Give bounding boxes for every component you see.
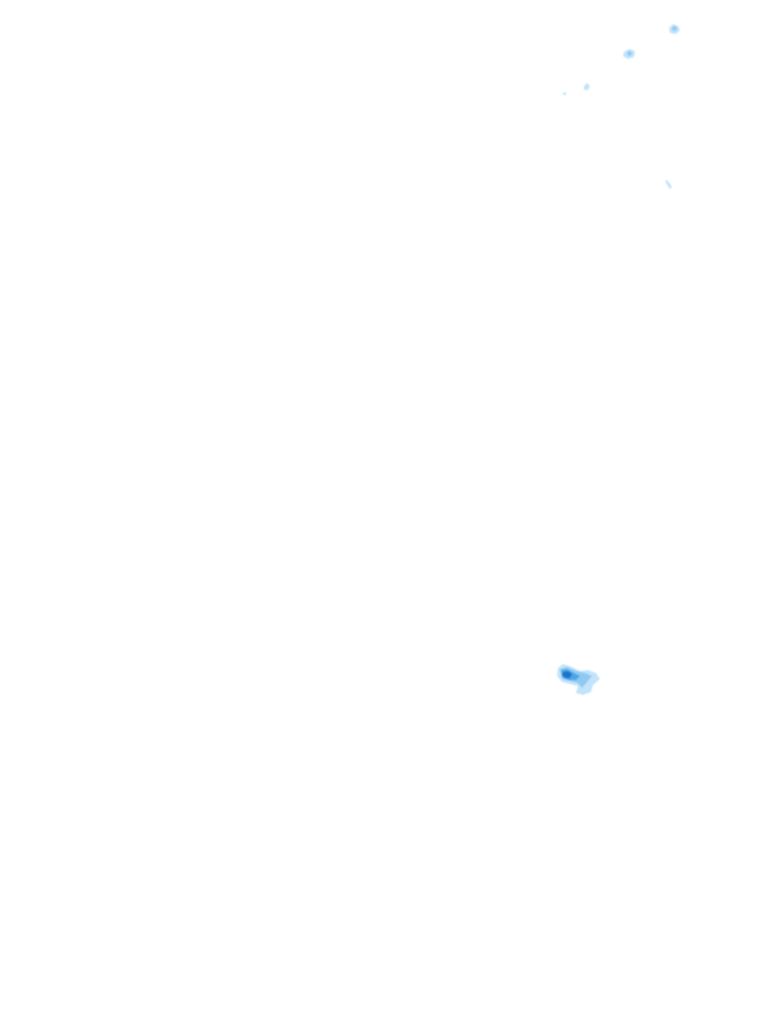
radar-echo-medium <box>627 51 632 56</box>
precipitation-cell-southeast <box>557 664 600 695</box>
radar-echo-light <box>665 180 672 189</box>
radar-echo-core <box>562 671 572 678</box>
radar-echo-light <box>563 92 566 95</box>
radar-echo-light <box>584 83 590 90</box>
radar-echo-medium <box>672 26 677 31</box>
precipitation-streak-east <box>665 180 672 189</box>
precipitation-speck-northeast <box>563 92 566 95</box>
precipitation-cell-northeast-3 <box>584 83 590 90</box>
precipitation-cell-northeast-2 <box>623 49 635 59</box>
precipitation-cell-northeast-1 <box>669 24 680 34</box>
